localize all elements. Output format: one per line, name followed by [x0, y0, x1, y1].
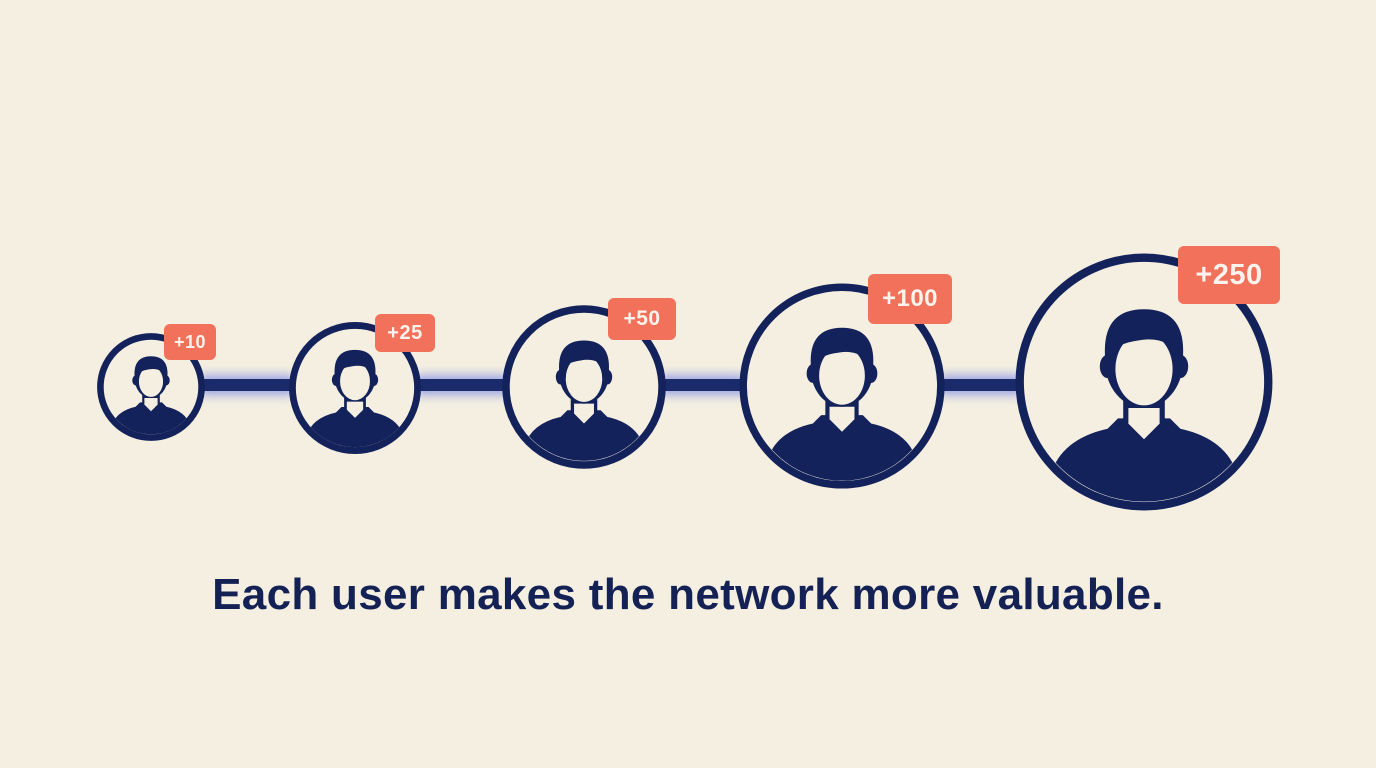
value-badge: +50	[608, 298, 676, 340]
connector-1-2	[203, 379, 291, 391]
user-avatar-icon	[502, 305, 666, 469]
connector-3-4	[664, 379, 742, 391]
user-avatar-icon	[1015, 253, 1273, 511]
user-node-5: +250	[1014, 246, 1280, 512]
value-badge: +250	[1178, 246, 1280, 304]
user-avatar-icon	[289, 322, 421, 454]
user-node-3: +50	[501, 298, 676, 470]
value-badge: +10	[164, 324, 216, 360]
value-badge: +100	[868, 274, 952, 324]
user-node-1: +10	[96, 324, 216, 442]
user-node-4: +100	[738, 274, 952, 490]
user-avatar-icon	[739, 283, 945, 489]
user-node-2: +25	[287, 314, 435, 456]
connector-4-5	[943, 379, 1019, 391]
value-badge: +25	[375, 314, 435, 352]
caption: Each user makes the network more valuabl…	[212, 570, 1164, 619]
user-avatar-icon	[97, 333, 205, 441]
connector-2-3	[419, 379, 505, 391]
